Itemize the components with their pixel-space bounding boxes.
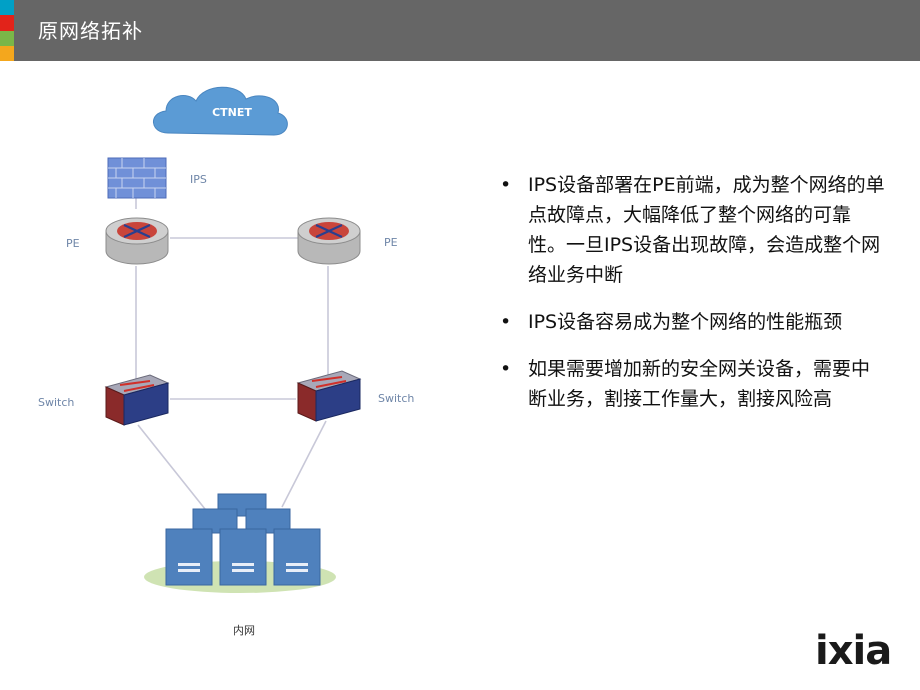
bullet-item: IPS设备容易成为整个网络的性能瓶颈 xyxy=(496,307,886,337)
router-left-label: PE xyxy=(66,237,80,250)
router-right-label: PE xyxy=(384,236,398,249)
bullet-item: 如果需要增加新的安全网关设备，需要中断业务，割接工作量大，割接风险高 xyxy=(496,354,886,414)
bullet-list: IPS设备部署在PE前端，成为整个网络的单点故障点，大幅降低了整个网络的可靠性。… xyxy=(496,170,886,431)
connection-lines xyxy=(135,176,329,510)
router-left-icon xyxy=(105,217,169,265)
cloud-label: CTNET xyxy=(212,106,252,119)
bullet-item: IPS设备部署在PE前端，成为整个网络的单点故障点，大幅降低了整个网络的可靠性。… xyxy=(496,170,886,290)
switch-left-icon xyxy=(104,374,170,426)
firewall-icon xyxy=(107,157,167,199)
cloud-icon: CTNET xyxy=(153,86,288,136)
switch-right-label: Switch xyxy=(378,392,414,405)
switch-left-label: Switch xyxy=(38,396,74,409)
servers-label: 内网 xyxy=(233,623,255,637)
server-farm-icon xyxy=(144,493,336,593)
switch-right-icon xyxy=(296,370,362,422)
page-title: 原网络拓补 xyxy=(38,19,143,43)
title-bar: 原网络拓补 xyxy=(0,0,920,61)
router-right-icon xyxy=(297,217,361,265)
ixia-logo: ixia xyxy=(815,628,892,674)
firewall-label: IPS xyxy=(190,173,207,186)
brand-stripes xyxy=(0,0,14,61)
network-topology-diagram: CTNET IPS PE PE xyxy=(38,86,414,637)
